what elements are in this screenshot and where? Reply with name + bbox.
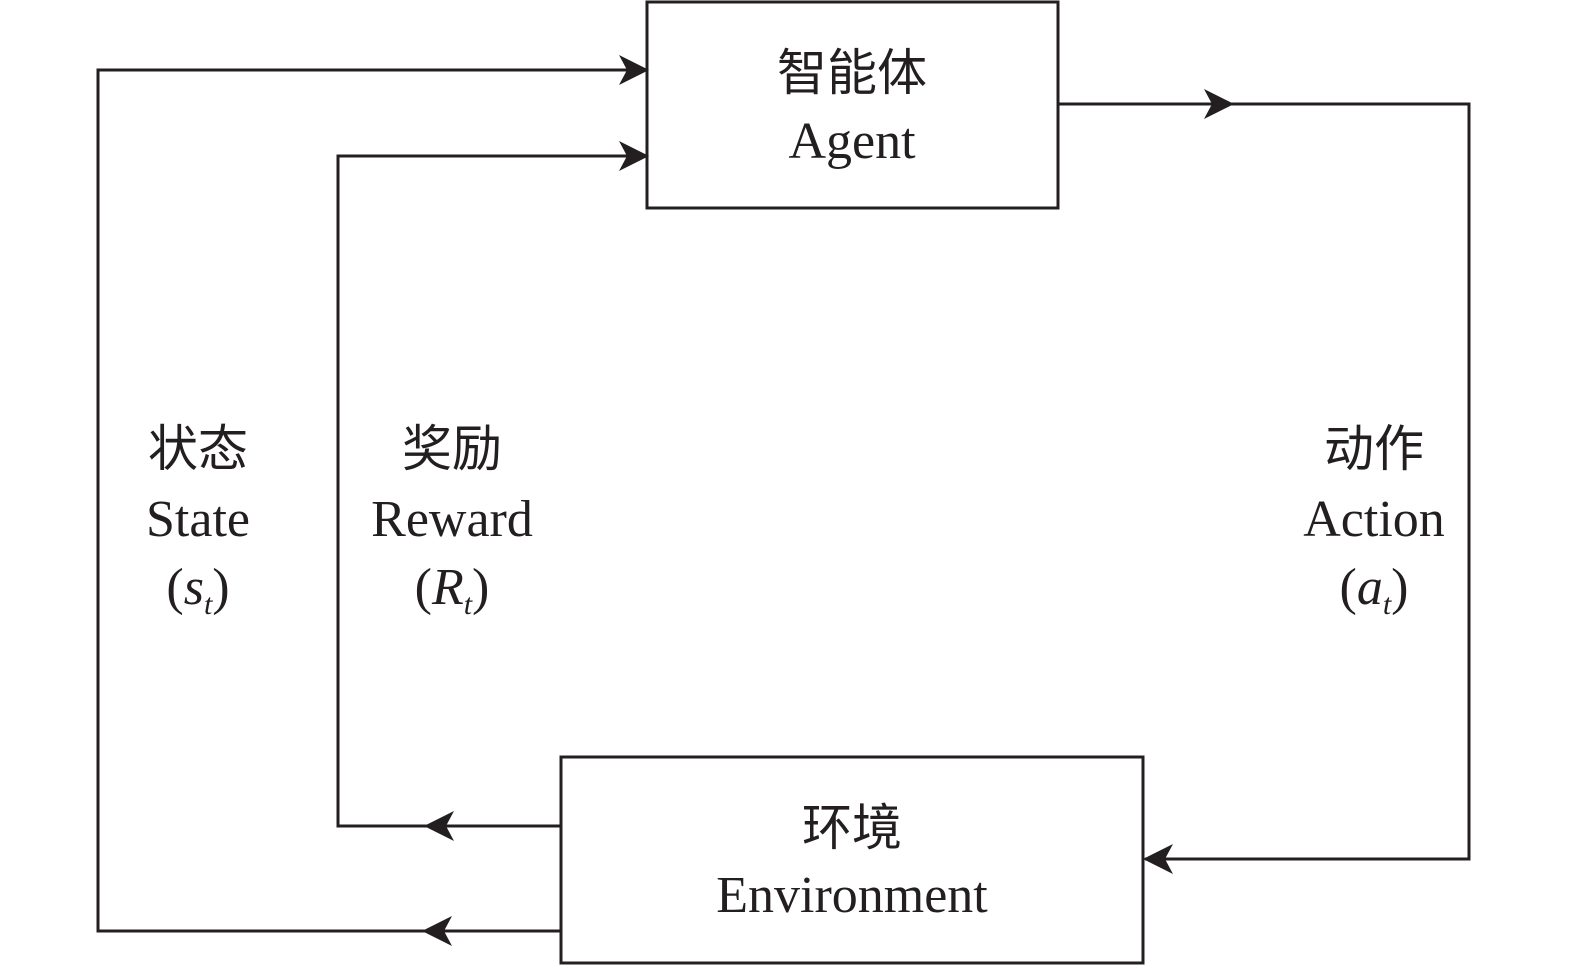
reward-edge bbox=[336, 141, 649, 841]
agent-box bbox=[645, 0, 1060, 210]
environment-box bbox=[559, 755, 1145, 965]
state-return-line bbox=[96, 68, 645, 933]
action-label-zh: 动作 bbox=[1324, 420, 1424, 478]
action-edge bbox=[1058, 89, 1471, 874]
state-symbol: (st) bbox=[166, 559, 229, 621]
state-label: 状态 State (st) bbox=[146, 420, 250, 621]
action-line bbox=[1058, 102, 1471, 861]
reward-label-en: Reward bbox=[371, 491, 533, 548]
action-label: 动作 Action (at) bbox=[1303, 420, 1445, 621]
agent-node: 智能体 Agent bbox=[645, 0, 1060, 210]
agent-label-en: Agent bbox=[788, 113, 916, 170]
reward-label-zh: 奖励 bbox=[402, 420, 502, 478]
state-label-zh: 状态 bbox=[148, 420, 248, 478]
environment-node: 环境 Environment bbox=[559, 755, 1145, 965]
reward-symbol: (Rt) bbox=[415, 559, 490, 621]
reward-label: 奖励 Reward (Rt) bbox=[371, 420, 533, 621]
state-edge bbox=[96, 55, 649, 946]
state-label-en: State bbox=[146, 491, 250, 548]
agent-label-zh: 智能体 bbox=[777, 44, 927, 102]
action-symbol: (at) bbox=[1340, 559, 1409, 621]
environment-label-en: Environment bbox=[716, 867, 988, 924]
environment-label-zh: 环境 bbox=[802, 799, 902, 857]
action-label-en: Action bbox=[1303, 491, 1445, 548]
